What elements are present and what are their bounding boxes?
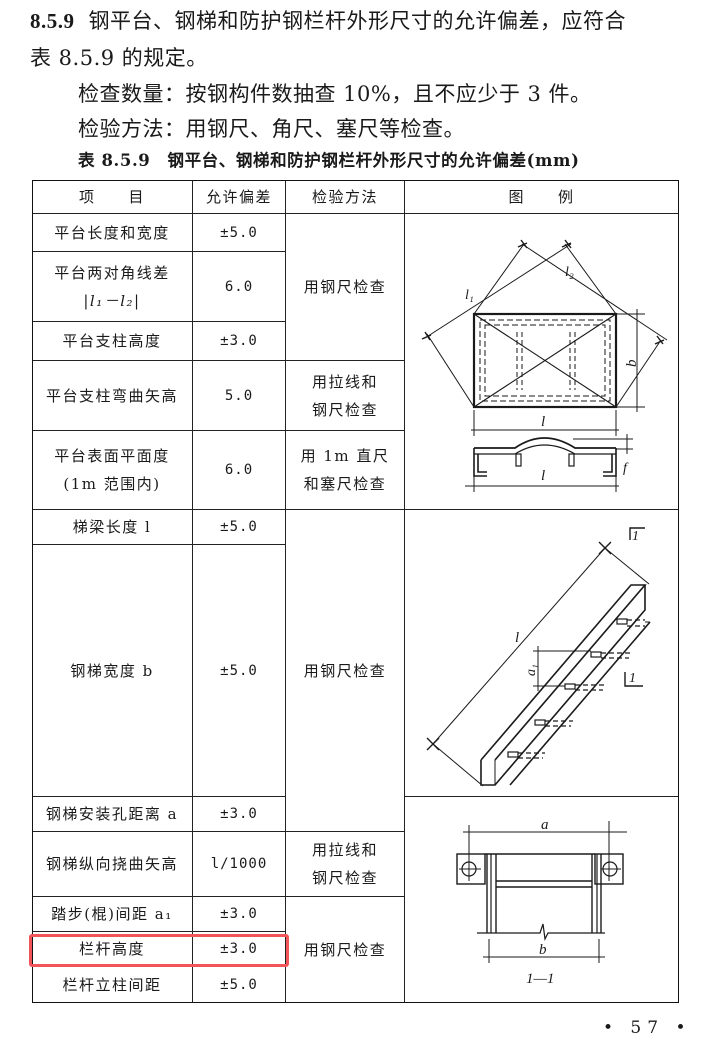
table-row-item: 钢梯纵向挠曲矢高 bbox=[32, 832, 193, 897]
table-row-item: 平台支柱高度 bbox=[32, 322, 193, 361]
tolerance-value: 6.0 bbox=[193, 431, 286, 510]
section-marker-top: 1 bbox=[632, 529, 639, 544]
inspection-method: 检验方法：用钢尺、角尺、塞尺等检查。 bbox=[78, 117, 465, 141]
method-line: 和塞尺检查 bbox=[303, 475, 387, 493]
tolerance-value: 6.0 bbox=[193, 252, 286, 322]
table-row-item: 栏杆立柱间距 bbox=[32, 967, 193, 1003]
item-subtext: (1m 范围内) bbox=[63, 475, 161, 493]
ladder-diagram: l a₁ 1 1 bbox=[426, 527, 651, 787]
label-l2: l₂ bbox=[565, 265, 574, 280]
header-method: 检验方法 bbox=[286, 180, 405, 214]
label-l: l bbox=[515, 630, 519, 646]
table-row-item: 踏步(棍)间距 a₁ bbox=[32, 897, 193, 932]
method-line: 用拉线和 bbox=[311, 841, 378, 859]
table-caption: 表 8.5.9 钢平台、钢梯和防护钢栏杆外形尺寸的允许偏差(mm) bbox=[78, 151, 580, 170]
header-tolerance: 允许偏差 bbox=[193, 180, 286, 214]
tolerance-value: ±5.0 bbox=[193, 214, 286, 252]
page-number: • 57 • bbox=[603, 1018, 692, 1038]
label-a: a bbox=[541, 817, 549, 833]
inspection-quantity: 检查数量：按钢构件数抽查 10%，且不应少于 3 件。 bbox=[78, 82, 592, 106]
label-l: l bbox=[541, 414, 545, 430]
method-line: 用拉线和 bbox=[311, 372, 378, 391]
label-a1: a₁ bbox=[524, 664, 539, 676]
table-row-item: 平台长度和宽度 bbox=[32, 214, 193, 252]
label-f: f bbox=[623, 461, 629, 476]
item-subtext: |l₁－l₂| bbox=[83, 291, 141, 310]
table-row-item: 梯梁长度 l bbox=[32, 510, 193, 545]
table-row-item: 平台两对角线差 |l₁－l₂| bbox=[32, 252, 193, 322]
table-row-item: 钢梯宽度 b bbox=[32, 545, 193, 797]
tolerance-value: ±5.0 bbox=[193, 510, 286, 545]
label-b: b bbox=[539, 942, 547, 958]
tolerance-value: l/1000 bbox=[193, 832, 286, 897]
method-cell: 用钢尺检查 bbox=[286, 214, 405, 361]
tolerance-value: ±5.0 bbox=[193, 545, 286, 797]
section-heading-line2: 表 8.5.9 的规定。 bbox=[30, 46, 208, 70]
method-cell: 用拉线和 钢尺检查 bbox=[286, 832, 405, 897]
tolerance-value: ±5.0 bbox=[193, 967, 286, 1003]
section-heading-line1: 8.5.9 钢平台、钢梯和防护钢栏杆外形尺寸的允许偏差，应符合 bbox=[30, 6, 626, 36]
method-line: 用 1m 直尺 bbox=[300, 447, 390, 465]
tolerance-value: ±3.0 bbox=[193, 797, 286, 832]
header-item: 项 目 bbox=[32, 180, 193, 214]
method-cell: 用 1m 直尺 和塞尺检查 bbox=[286, 431, 405, 510]
tolerance-value: 5.0 bbox=[193, 361, 286, 431]
highlight-box-railing-height bbox=[29, 934, 289, 967]
method-line: 钢尺检查 bbox=[311, 400, 378, 419]
label-b: b bbox=[624, 359, 640, 367]
section-text: 钢平台、钢梯和防护钢栏杆外形尺寸的允许偏差，应符合 bbox=[88, 9, 626, 33]
section-1-1-diagram: a b 1—1 bbox=[456, 817, 627, 987]
label-l1: l₁ bbox=[465, 288, 474, 303]
table-row-item: 平台支柱弯曲矢高 bbox=[32, 361, 193, 431]
header-figure: 图 例 bbox=[405, 180, 679, 214]
method-cell: 用钢尺检查 bbox=[286, 510, 405, 832]
method-cell: 用钢尺检查 bbox=[286, 897, 405, 1003]
section-caption: 1—1 bbox=[526, 971, 554, 987]
tolerance-value: ±3.0 bbox=[193, 322, 286, 361]
table-row-item: 钢梯安装孔距离 a bbox=[32, 797, 193, 832]
platform-diagram: l₁ l₂ b l f l bbox=[421, 239, 668, 492]
section-number: 8.5.9 bbox=[30, 9, 75, 33]
method-cell: 用拉线和 钢尺检查 bbox=[286, 361, 405, 431]
method-line: 钢尺检查 bbox=[311, 869, 378, 887]
item-text: 平台两对角线差 bbox=[54, 263, 170, 282]
label-l-section: l bbox=[541, 468, 545, 484]
item-text: 平台表面平面度 bbox=[54, 447, 170, 465]
tolerance-value: ±3.0 bbox=[193, 897, 286, 932]
section-marker-bottom: 1 bbox=[629, 671, 636, 686]
table-row-item: 平台表面平面度 (1m 范围内) bbox=[32, 431, 193, 510]
